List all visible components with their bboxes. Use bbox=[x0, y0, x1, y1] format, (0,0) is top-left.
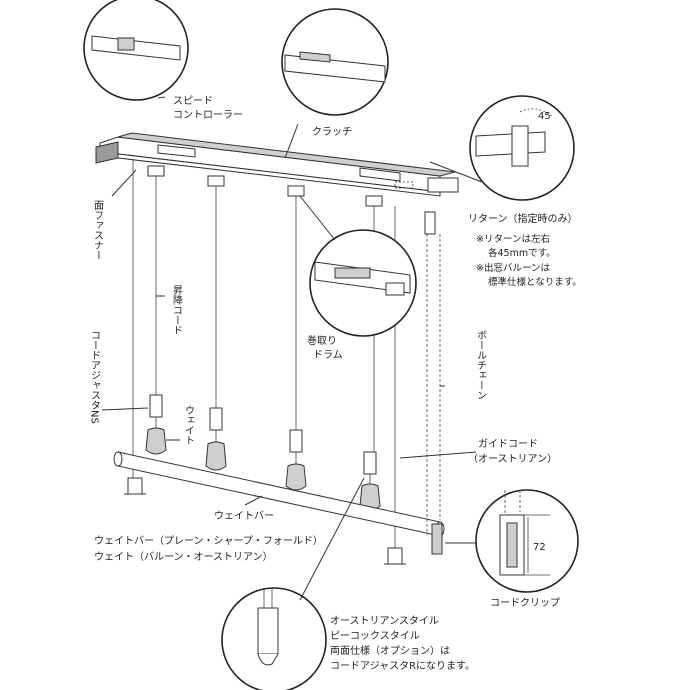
adjuster-r-detail bbox=[221, 587, 327, 690]
leader-lines bbox=[101, 123, 483, 601]
winding-drum-detail bbox=[309, 229, 417, 337]
style-note-4: コードアジャスタRになります。 bbox=[330, 660, 475, 672]
style-note-1: オーストリアンスタイル bbox=[330, 615, 439, 627]
return-note-2: 各45mmです。 bbox=[488, 247, 556, 259]
weight-bar bbox=[113, 451, 445, 537]
winding-drum-label-2: ドラム bbox=[313, 349, 343, 361]
weight-bar-types-label: ウェイトバー（プレーン・シャープ・フォールド） bbox=[94, 535, 323, 547]
return-detail: 45 bbox=[469, 95, 575, 201]
return-angle-label: 45 bbox=[538, 111, 551, 122]
return-note-3: ※出窓バルーンは bbox=[476, 262, 550, 274]
cord-adjuster-label: コードアジャスタNS bbox=[89, 330, 101, 424]
adjuster-weight-3 bbox=[285, 429, 307, 491]
adjuster-weight-2 bbox=[205, 407, 227, 471]
weight-types-label: ウェイト（バルーン・オーストリアン） bbox=[94, 551, 273, 563]
cord-clip-label: コードクリップ bbox=[490, 597, 560, 609]
guide-cord-label-1: ガイドコード bbox=[478, 438, 538, 450]
return-title: リターン（指定時のみ） bbox=[468, 212, 578, 225]
clutch-label: クラッチ bbox=[312, 126, 352, 138]
speed-controller-label-1: スピード bbox=[173, 95, 213, 107]
winding-drum-label-1: 巻取り bbox=[307, 335, 337, 347]
return-note-4: 標準仕様となります。 bbox=[488, 276, 582, 288]
ball-chain-label: ボールチェーン bbox=[475, 330, 487, 400]
face-fastener-label: 面ファスナー bbox=[92, 200, 104, 260]
weight-label: ウェイト bbox=[183, 405, 195, 445]
guide-anchors bbox=[124, 477, 406, 565]
adjuster-weight-1 bbox=[145, 394, 167, 455]
style-note-3: 両面仕様（オプション）は bbox=[330, 644, 450, 657]
clutch-detail bbox=[281, 8, 389, 116]
return-note-1: ※リターンは左右 bbox=[476, 233, 550, 245]
adjuster-weight-4 bbox=[359, 451, 381, 511]
lift-cord-label: 昇降コード bbox=[171, 285, 183, 335]
style-note-2: ピーコックスタイル bbox=[330, 630, 420, 642]
weight-bar-label: ウェイトバー bbox=[214, 510, 274, 522]
ball-chain bbox=[424, 211, 443, 555]
cord-clip-detail: 72 bbox=[475, 489, 579, 593]
speed-controller-label-2: コントローラー bbox=[173, 109, 243, 121]
speed-controller-detail bbox=[83, 0, 189, 101]
guide-cord-label-2: （オーストリアン） bbox=[468, 453, 557, 465]
clip-dimension-label: 72 bbox=[533, 542, 546, 553]
head-rail bbox=[95, 132, 459, 197]
